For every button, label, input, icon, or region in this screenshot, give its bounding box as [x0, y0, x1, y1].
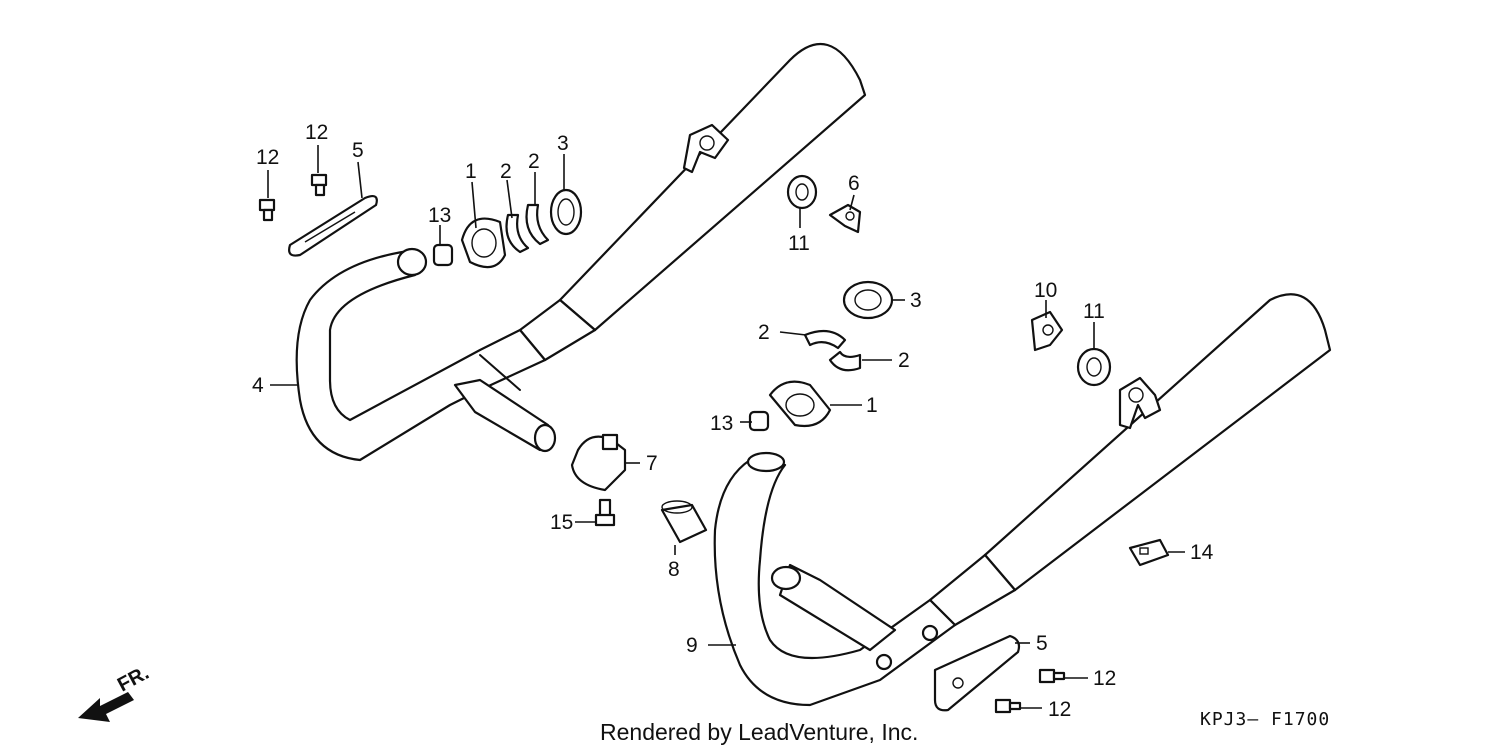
- callout-6: 6: [848, 172, 860, 195]
- callout-13-right: 13: [710, 412, 733, 435]
- callout-10: 10: [1034, 279, 1057, 302]
- bolt-12-c[interactable]: [1038, 668, 1066, 684]
- grommet-11-left[interactable]: [786, 174, 818, 210]
- leader-lines: [267, 145, 1185, 709]
- bolt-12-a[interactable]: [258, 198, 276, 222]
- callout-4: 4: [252, 374, 264, 397]
- callout-13-left: 13: [428, 204, 451, 227]
- callout-3-right: 3: [910, 289, 922, 312]
- render-credit: Rendered by LeadVenture, Inc.: [600, 719, 918, 745]
- left-exhaust-pipe[interactable]: [295, 247, 557, 462]
- stay-5-left[interactable]: [288, 195, 378, 257]
- grommet-11-right[interactable]: [1076, 347, 1112, 387]
- callout-5-left: 5: [352, 139, 364, 162]
- callout-8: 8: [668, 558, 680, 581]
- nut-13-left[interactable]: [432, 243, 454, 267]
- collar-6[interactable]: [828, 203, 862, 234]
- bolt-12-b[interactable]: [310, 173, 328, 197]
- stay-5-right[interactable]: [933, 634, 1021, 712]
- front-direction-label: FR.: [114, 662, 153, 697]
- callout-15: 15: [550, 511, 573, 534]
- callout-1-right: 1: [866, 394, 878, 417]
- callout-14: 14: [1190, 541, 1214, 564]
- collar-10[interactable]: [1030, 310, 1064, 352]
- gasket-3-left[interactable]: [549, 188, 583, 236]
- flange-1-left[interactable]: [460, 217, 507, 269]
- bolt-12-d[interactable]: [994, 698, 1022, 714]
- gasket-3-right[interactable]: [842, 280, 894, 320]
- callout-2-right-b: 2: [898, 349, 910, 372]
- right-muffler[interactable]: [928, 293, 1332, 627]
- collar-2-right-b[interactable]: [828, 350, 862, 372]
- sleeve-8[interactable]: [660, 500, 708, 544]
- nut-13-right[interactable]: [748, 410, 770, 432]
- callout-5-right: 5: [1036, 632, 1048, 655]
- collar-2-left-b[interactable]: [525, 203, 550, 246]
- callout-11-right: 11: [1083, 300, 1105, 323]
- callout-12-d: 12: [1048, 698, 1071, 721]
- callout-3-left: 3: [557, 132, 569, 155]
- callout-12-c: 12: [1093, 667, 1116, 690]
- flange-1-right[interactable]: [768, 380, 832, 428]
- collar-2-right-a[interactable]: [803, 329, 847, 350]
- callout-12-a: 12: [256, 146, 279, 169]
- callout-7: 7: [646, 452, 658, 475]
- band-7[interactable]: [570, 433, 627, 492]
- callout-2-left-a: 2: [500, 160, 512, 183]
- front-direction-arrow-icon: [78, 692, 134, 722]
- callout-1-left: 1: [465, 160, 477, 183]
- bolt-15[interactable]: [594, 498, 616, 527]
- clip-14[interactable]: [1128, 538, 1170, 567]
- callout-9: 9: [686, 634, 698, 657]
- callouts: 12 12 5 1 2 2 3 13 4 11 6 3 2 2 1 13 10 …: [252, 121, 1214, 721]
- diagram-code: KPJ3— F1700: [1200, 709, 1330, 730]
- callout-2-left-b: 2: [528, 150, 540, 173]
- callout-2-right-a: 2: [758, 321, 770, 344]
- callout-11-left: 11: [788, 232, 810, 255]
- callout-12-b: 12: [305, 121, 328, 144]
- collar-2-left-a[interactable]: [505, 213, 530, 254]
- right-exhaust-pipe[interactable]: [713, 451, 957, 707]
- left-muffler[interactable]: [518, 43, 867, 362]
